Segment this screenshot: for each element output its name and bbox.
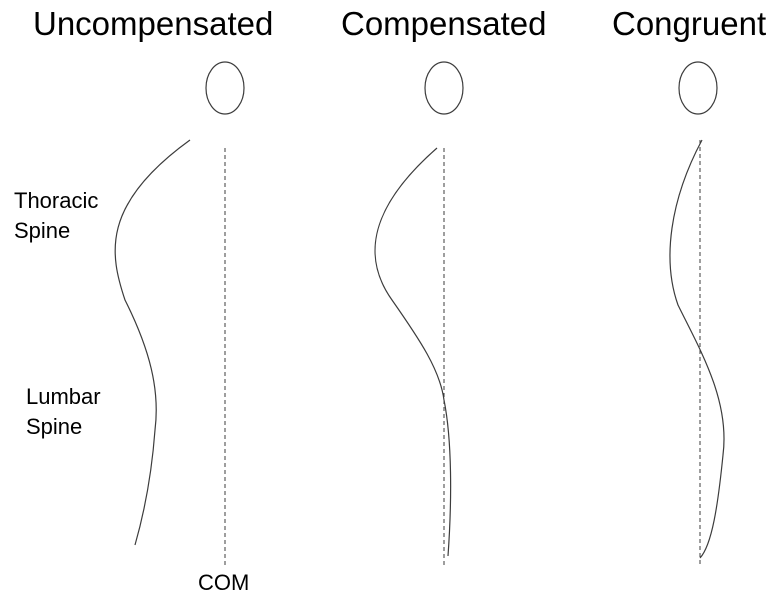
spine-curve-compensated bbox=[375, 148, 451, 556]
head-congruent bbox=[679, 62, 717, 114]
spine-curve-uncompensated bbox=[115, 140, 190, 545]
spine-curve-congruent bbox=[670, 140, 724, 558]
head-uncompensated bbox=[206, 62, 244, 114]
figure-congruent bbox=[670, 62, 724, 564]
figure-uncompensated bbox=[115, 62, 244, 568]
head-compensated bbox=[425, 62, 463, 114]
figure-compensated bbox=[375, 62, 463, 566]
